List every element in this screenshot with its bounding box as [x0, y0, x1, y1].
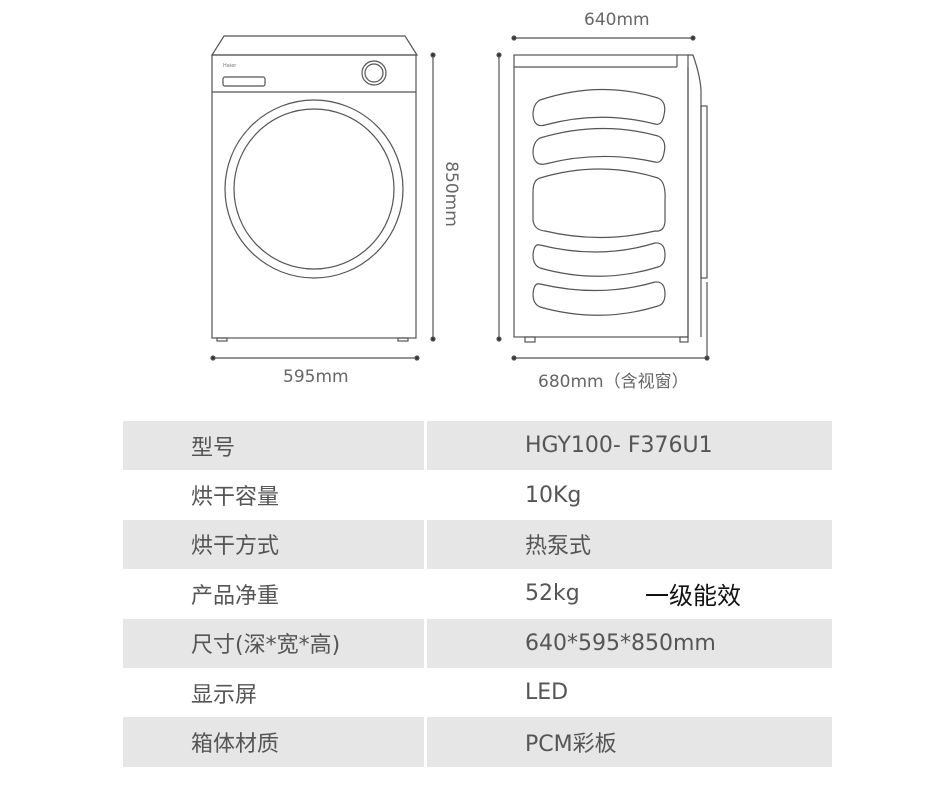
spec-label: 产品净重 — [191, 583, 280, 609]
svg-text:Haier: Haier — [223, 63, 237, 69]
spec-label: 尺寸(深*宽*高) — [123, 618, 424, 668]
front-dimensions — [210, 52, 436, 361]
spec-value: 10Kg — [525, 482, 582, 508]
side-vent-ribs — [532, 88, 666, 316]
table-row: 烘干容量 10Kg — [123, 470, 832, 519]
front-width-label: 595mm — [283, 367, 349, 387]
spec-label: 箱体材质 — [123, 717, 424, 767]
spec-value: HGY100- F376U1 — [427, 421, 832, 471]
dimension-drawing: Haier — [210, 35, 710, 361]
spec-label: 型号 — [123, 421, 424, 471]
table-row: 尺寸(深*宽*高)640*595*850mm — [123, 618, 832, 668]
spec-value: 热泵式 — [427, 519, 832, 570]
side-depth-label: 640mm — [584, 10, 650, 30]
spec-label: 烘干容量 — [191, 485, 280, 511]
table-row: 烘干方式热泵式 — [123, 519, 832, 570]
spec-value: PCM彩板 — [427, 717, 832, 767]
spec-value: 52kg — [525, 581, 580, 607]
front-view: Haier — [210, 35, 419, 342]
energy-rating-badge: 一级能效 — [645, 582, 741, 611]
side-depth-window-label: 680mm（含视窗） — [538, 372, 689, 392]
spec-value-cell: 52kg 一级能效 — [427, 569, 832, 618]
front-height-label: 850mm — [440, 161, 461, 227]
spec-value: LED — [525, 680, 569, 706]
spec-value: 640*595*850mm — [427, 618, 832, 668]
table-row: 产品净重 52kg 一级能效 — [123, 569, 832, 618]
spec-label: 烘干方式 — [123, 519, 424, 570]
spec-label: 显示屏 — [191, 682, 258, 708]
side-dimensions — [496, 35, 710, 361]
side-view — [513, 54, 708, 343]
table-row: 显示屏 LED — [123, 668, 832, 717]
